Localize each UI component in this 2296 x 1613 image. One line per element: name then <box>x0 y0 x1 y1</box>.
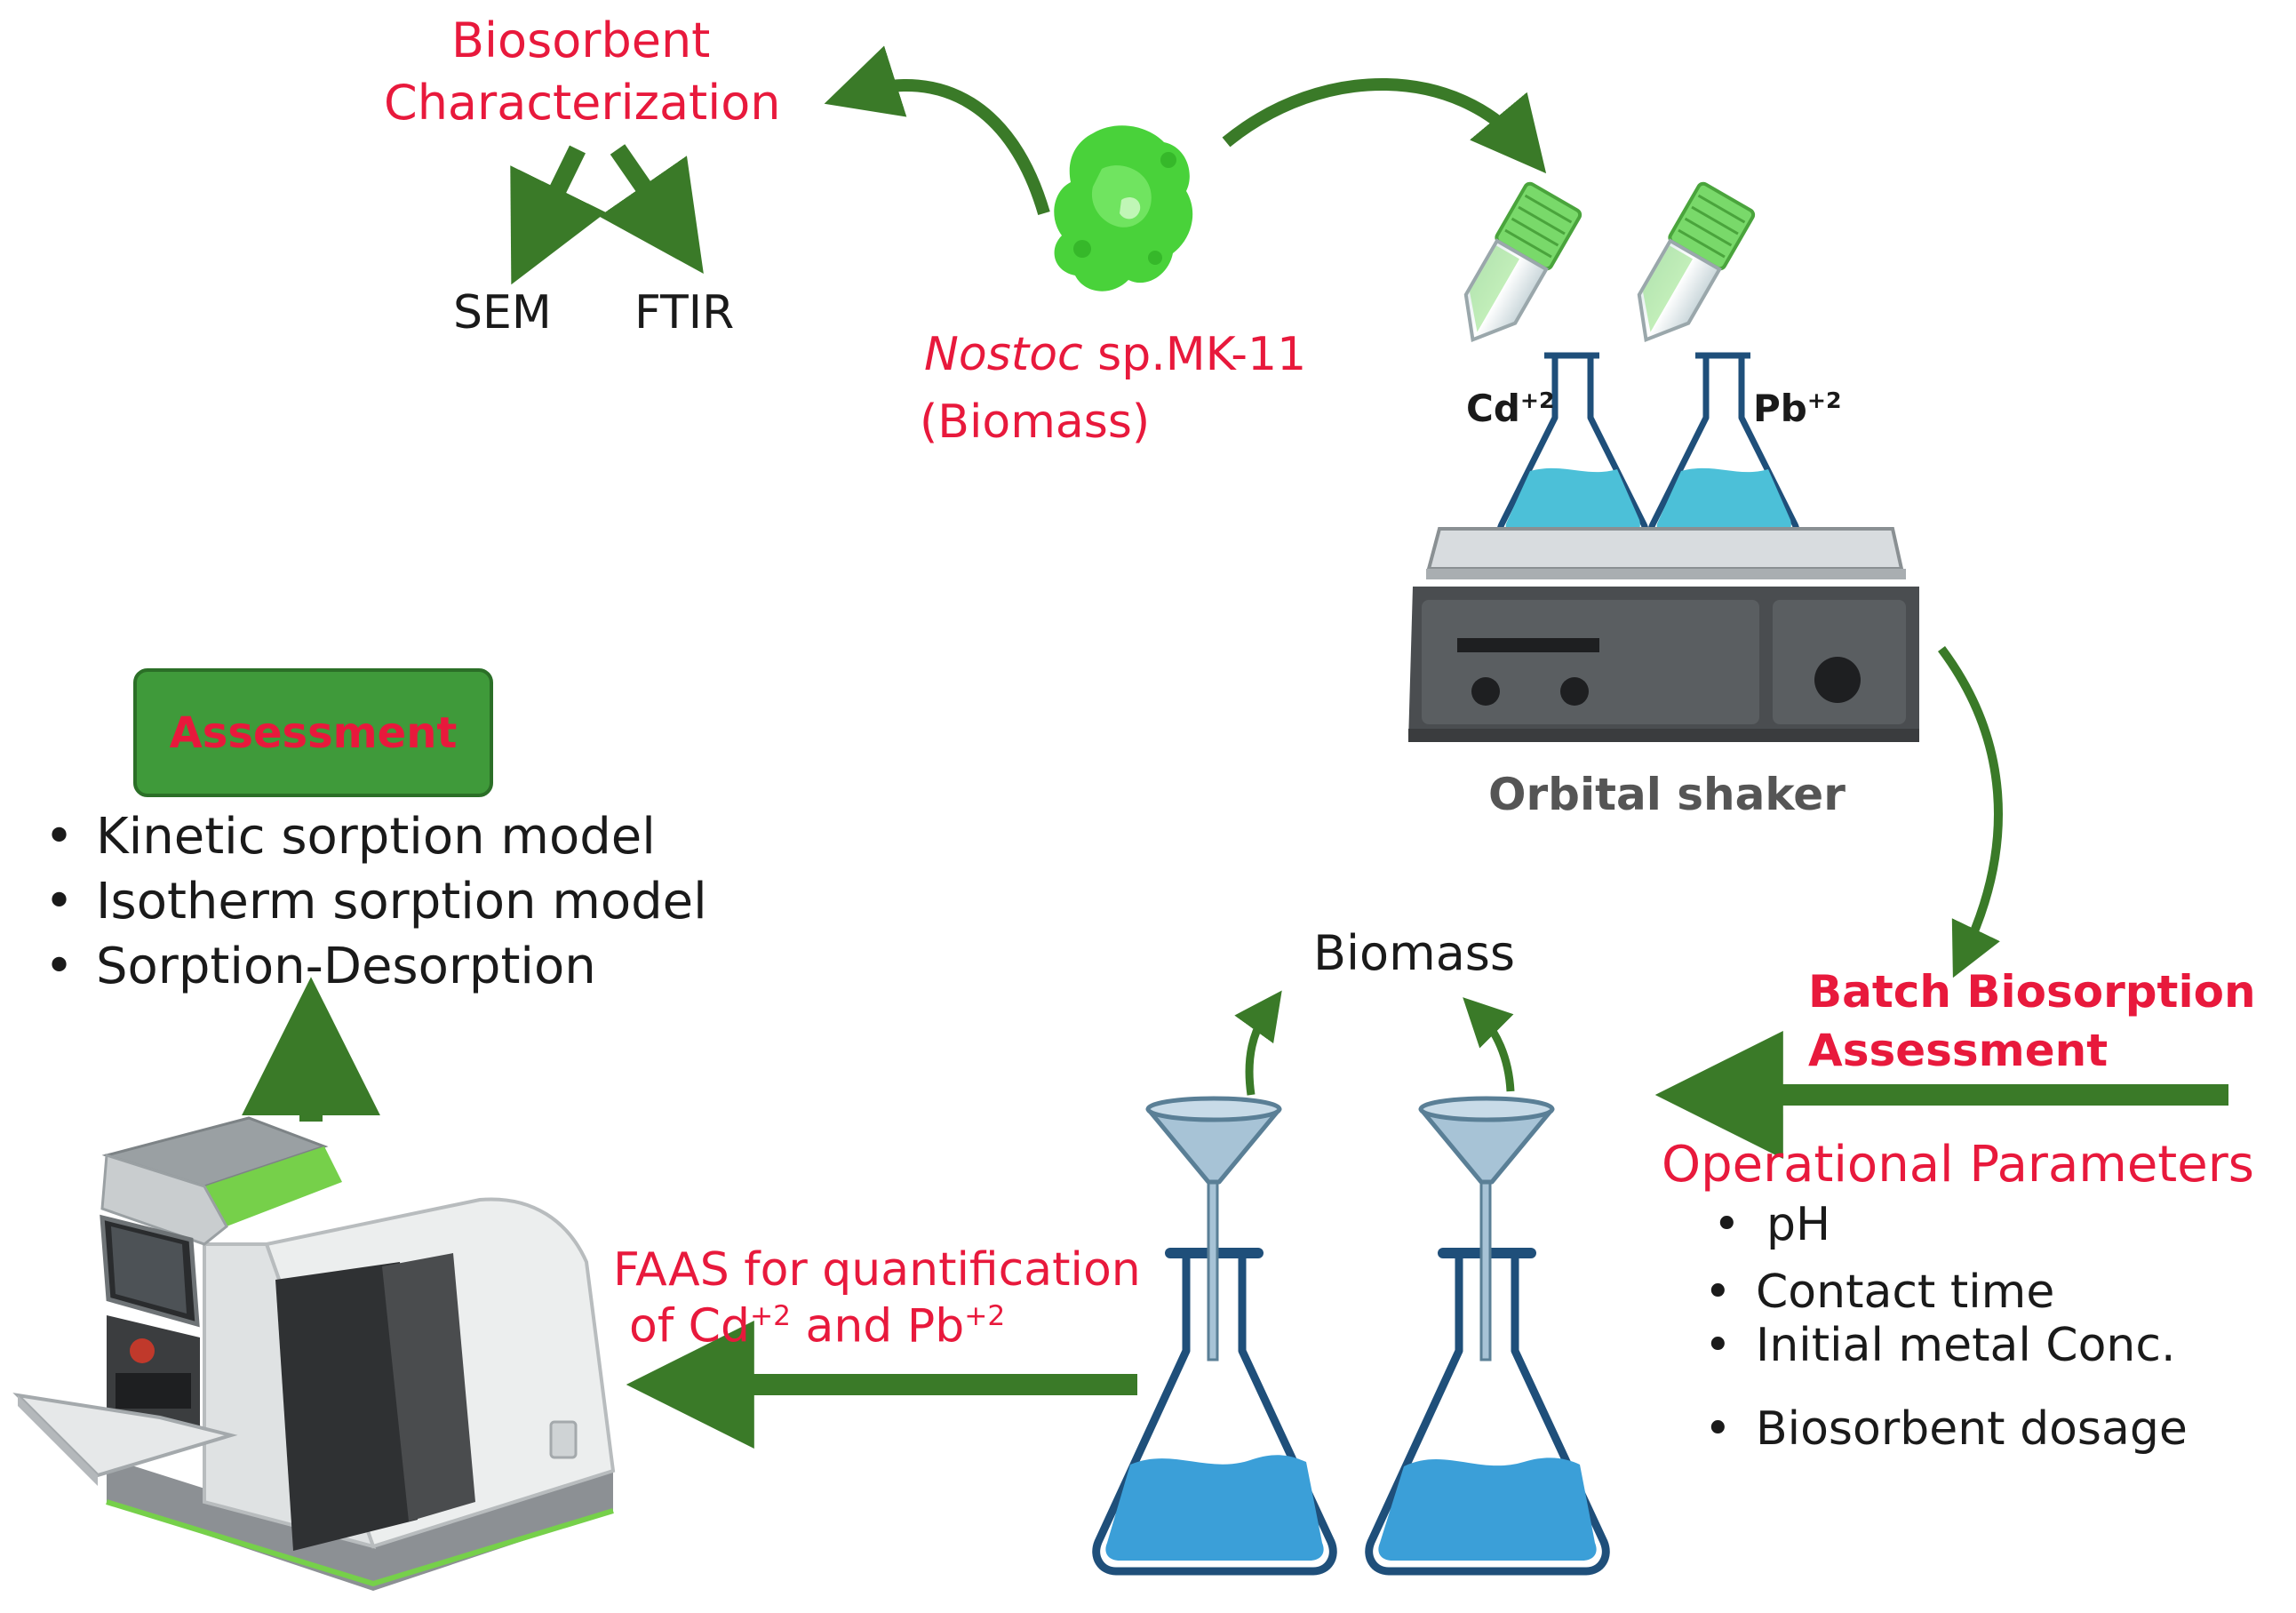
nostoc-biomass-label: Nostoc sp.MK-11 <box>924 331 1306 379</box>
operational-item: Initial metal Conc. <box>1704 1322 2188 1369</box>
nostoc-rest: sp.MK-11 <box>1082 328 1307 381</box>
operational-title: Operational Parameters <box>1662 1136 2254 1194</box>
metal-cd-charge: +2 <box>1519 387 1555 413</box>
nostoc-italic: Nostoc <box>924 328 1083 381</box>
filtered-biomass-label: Biomass <box>1313 925 1516 981</box>
assessment-list: Kinetic sorption model Isotherm sorption… <box>44 804 707 999</box>
arrow-filter-right-to-biomass <box>1463 997 1515 1092</box>
arrow-to-tubes <box>1222 77 1547 174</box>
arrow-to-ftir <box>599 144 704 275</box>
filtration-flask-right-icon <box>1365 1096 1610 1576</box>
assessment-title: Assessment <box>169 707 458 758</box>
batch-title-line2: Assessment <box>1808 1025 2109 1076</box>
faas-instrument-icon <box>12 1116 616 1591</box>
faas-line2-a: of Cd <box>629 1299 750 1353</box>
orbital-shaker-label: Orbital shaker <box>1488 769 1846 820</box>
metal-pb-symbol: Pb <box>1753 387 1807 430</box>
tube-right-icon <box>1637 181 1756 343</box>
nostoc-biomass-line2: (Biomass) <box>920 395 1151 449</box>
orbital-shaker-icon <box>1408 527 1919 742</box>
arrow-to-characterization <box>824 45 1050 215</box>
metal-cd-label: Cd+2 <box>1466 387 1555 430</box>
filtration-flask-left-icon <box>1092 1096 1337 1576</box>
biomass-blob-icon <box>1054 125 1193 291</box>
arrow-to-batch <box>1937 646 2003 978</box>
method-ftir-label: FTIR <box>634 286 735 339</box>
assessment-box: Assessment <box>133 668 493 797</box>
metal-cd-symbol: Cd <box>1466 387 1520 430</box>
operational-item: pH <box>1713 1202 2188 1248</box>
operational-item: Biosorbent dosage <box>1704 1406 2188 1452</box>
operational-list: pH Contact time Initial metal Conc. Bios… <box>1704 1202 2188 1452</box>
metal-pb-charge: +2 <box>1806 387 1842 413</box>
characterization-title-line2: Characterization <box>384 75 781 131</box>
assessment-item: Sorption-Desorption <box>44 934 707 999</box>
faas-label-line1: FAAS for quantification <box>613 1243 1141 1297</box>
arrow-to-sem <box>510 145 607 285</box>
faas-label-line2: of Cd+2 and Pb+2 <box>629 1302 1005 1351</box>
faas-line2-sup2: +2 <box>964 1300 1006 1332</box>
batch-title-line1: Batch Biosorption <box>1808 966 2256 1018</box>
characterization-title: Biosorbent <box>444 12 711 68</box>
method-sem-label: SEM <box>453 286 552 339</box>
arrow-filter-left-to-biomass <box>1234 990 1282 1096</box>
flask-cd-icon <box>1496 352 1649 544</box>
assessment-item: Isotherm sorption model <box>44 869 707 934</box>
tube-left-icon <box>1463 181 1582 343</box>
metal-pb-label: Pb+2 <box>1753 387 1842 430</box>
faas-line2-sup1: +2 <box>749 1300 791 1332</box>
characterization-title-line1: Biosorbent <box>451 12 711 68</box>
operational-item: Contact time <box>1704 1269 2188 1315</box>
assessment-item: Kinetic sorption model <box>44 804 707 869</box>
faas-line2-b: and Pb <box>790 1299 965 1353</box>
flask-pb-icon <box>1647 352 1800 544</box>
